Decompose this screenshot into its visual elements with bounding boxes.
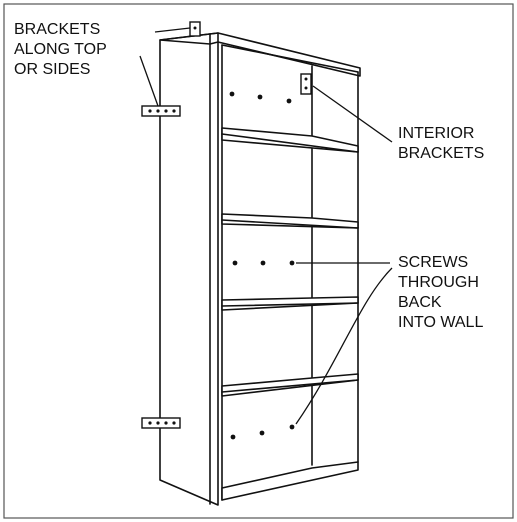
shelf-3 (221, 296, 359, 311)
label-line: BACK (398, 294, 442, 311)
figure-frame (3, 3, 514, 519)
bracket-side-lower (141, 417, 181, 429)
label-line: INTERIOR (398, 125, 475, 142)
leader-screws-lower (295, 267, 393, 425)
label-line: THROUGH (398, 274, 479, 291)
label-screws-through-back-into-wall: SCREWS THROUGH BACK INTO WALL (398, 253, 483, 333)
screw-row-lower (230, 424, 295, 440)
leader-interior-brackets (312, 85, 393, 143)
interior-bracket (300, 73, 312, 95)
leader-brackets-side (139, 55, 159, 107)
label-brackets-along-top-or-sides: BRACKETS ALONG TOP OR SIDES (14, 20, 107, 80)
shelf-2 (221, 213, 359, 229)
screw-row-upper (229, 91, 292, 104)
bracket-top (189, 21, 201, 37)
label-line: BRACKETS (398, 145, 485, 162)
screw-row-middle (232, 260, 295, 266)
label-line: BRACKETS (14, 21, 101, 38)
leader-brackets-top (154, 27, 191, 33)
bracket-side-upper (141, 105, 181, 117)
label-line: ALONG TOP (14, 41, 107, 58)
label-interior-brackets: INTERIOR BRACKETS (398, 124, 484, 164)
bookcase-top-panel (159, 32, 361, 77)
bookcase-bottom (221, 461, 359, 501)
label-line: OR SIDES (14, 61, 91, 78)
bookcase-back-top (221, 44, 359, 73)
shelf-1 (221, 127, 359, 153)
label-line: SCREWS (398, 254, 469, 271)
label-line: INTO WALL (398, 314, 484, 331)
